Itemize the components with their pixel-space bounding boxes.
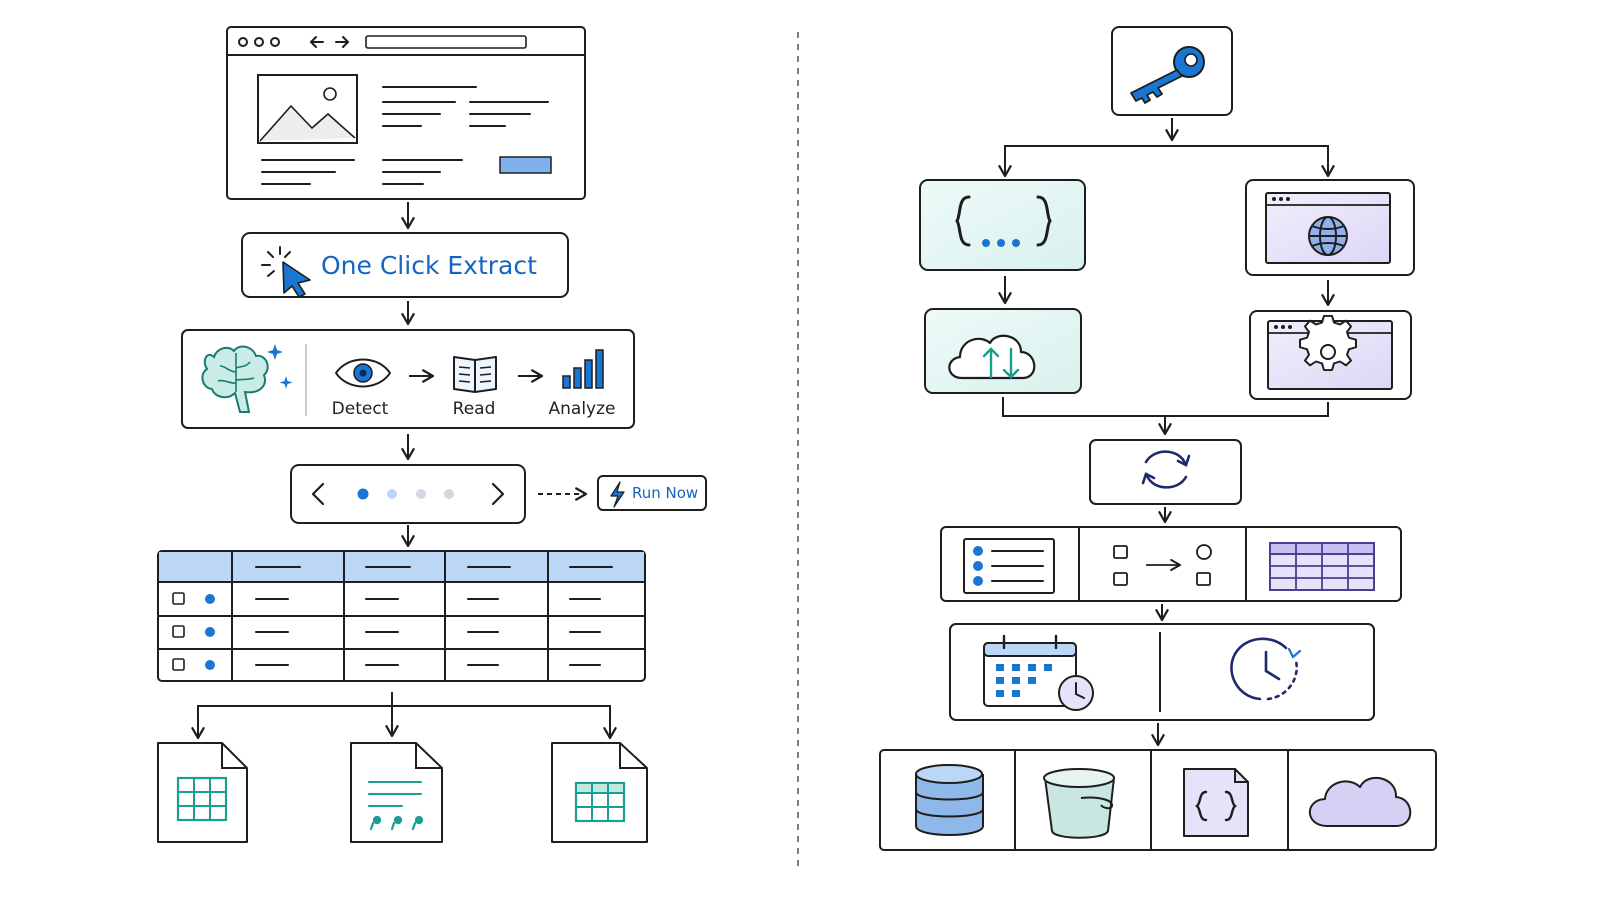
database-icon[interactable]: [915, 764, 984, 836]
one-click-extract-label[interactable]: One Click Extract: [321, 251, 537, 280]
api-json-icon: [955, 195, 1052, 247]
gear-icon: [1299, 314, 1357, 372]
csv-file-icon[interactable]: [350, 742, 443, 843]
browser-window: [226, 26, 586, 200]
run-now-label[interactable]: Run Now: [632, 484, 699, 502]
ai-processing-panel: [181, 329, 635, 429]
pager-carousel: [290, 464, 526, 524]
one-click-extract-button[interactable]: [241, 232, 569, 298]
cloud-icon[interactable]: [1308, 777, 1412, 827]
website-box: [1245, 179, 1415, 276]
row-checkbox[interactable]: [172, 658, 185, 671]
pager-dot[interactable]: [387, 489, 397, 499]
destinations-panel: [879, 749, 1437, 851]
refresh-cycle-icon: [1141, 450, 1191, 489]
row-checkbox[interactable]: [172, 625, 185, 638]
eye-icon: [334, 358, 392, 388]
views-panel: [940, 526, 1402, 602]
pager-dot[interactable]: [444, 489, 454, 499]
pager-dot[interactable]: [357, 488, 369, 500]
cloud-sync-box: [924, 308, 1082, 394]
ai-brain-icon: [201, 344, 293, 413]
schedule-panel: [949, 623, 1375, 721]
analyze-label: Analyze: [548, 399, 616, 419]
open-book-icon: [453, 356, 497, 393]
mapping-flow-icon[interactable]: [1113, 544, 1212, 586]
export-branch-connector: [191, 692, 617, 740]
browser-settings-box: [1249, 310, 1412, 400]
list-view-icon[interactable]: [963, 538, 1055, 594]
row-status-dot: [205, 660, 215, 670]
spreadsheet-file-icon[interactable]: [157, 742, 248, 843]
run-now-button[interactable]: [597, 475, 707, 511]
detect-label: Detect: [331, 399, 389, 419]
merge-connector: [1002, 397, 1329, 436]
lightning-icon: [610, 481, 625, 508]
timer-icon[interactable]: [1230, 637, 1302, 701]
api-key-box: [1111, 26, 1233, 116]
json-file-icon[interactable]: [1183, 768, 1249, 837]
image-placeholder-icon: [257, 74, 358, 144]
bar-chart-icon: [562, 349, 604, 389]
key-icon: [1130, 46, 1205, 104]
cloud-sync-icon: [948, 334, 1036, 380]
data-table: [157, 550, 646, 682]
storage-bucket-icon[interactable]: [1043, 768, 1116, 839]
excel-file-icon[interactable]: [551, 742, 648, 843]
cursor-click-icon: [261, 246, 311, 298]
row-status-dot: [205, 627, 215, 637]
grid-table-icon[interactable]: [1269, 542, 1375, 591]
api-json-box: [919, 179, 1086, 271]
row-status-dot: [205, 594, 215, 604]
calendar-clock-icon[interactable]: [983, 634, 1094, 711]
key-branch-connector: [998, 118, 1335, 178]
chevron-left-icon[interactable]: [311, 482, 325, 506]
chevron-right-icon[interactable]: [491, 482, 505, 506]
refresh-cycle-box: [1089, 439, 1242, 505]
row-checkbox[interactable]: [172, 592, 185, 605]
globe-icon: [1308, 216, 1348, 256]
pager-dot[interactable]: [416, 489, 426, 499]
read-label: Read: [452, 399, 496, 419]
